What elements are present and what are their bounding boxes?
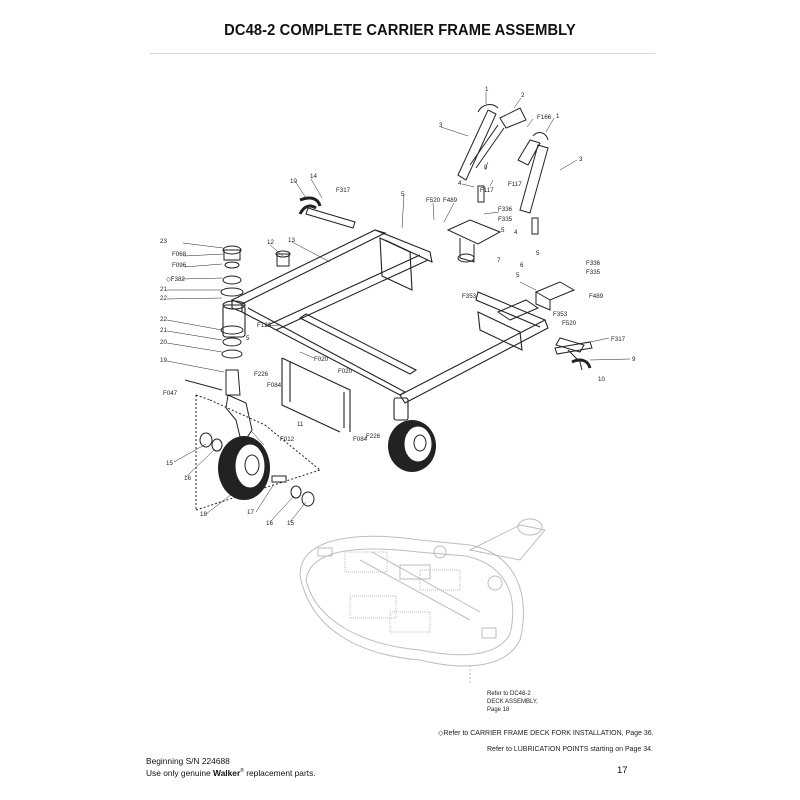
callout-label: F096 <box>172 262 187 269</box>
callout-label: 11 <box>297 421 304 428</box>
genuine-parts-prefix: Use only genuine <box>146 767 214 778</box>
callout-label: F084 <box>353 436 368 443</box>
callout-label: F020 <box>314 356 329 363</box>
callout-label: 21 <box>160 286 167 293</box>
leader-lines <box>166 92 631 523</box>
callout-label: 16 <box>184 475 191 482</box>
callout-label: F335 <box>586 269 601 276</box>
callout-label: F117 <box>480 187 494 194</box>
callout-label: 12 <box>267 239 274 246</box>
reference-line: Page 18 <box>487 707 510 713</box>
callout-labels: 1 2 F166 1 3 3 8 4 F117 F117 14 10 F317 … <box>160 86 636 527</box>
callout-label: 22 <box>160 316 167 323</box>
genuine-parts-note: Use only genuine Walker® replacement par… <box>146 766 316 778</box>
callout-label: F226 <box>366 433 381 440</box>
callout-label: F520 <box>562 320 577 327</box>
callout-label: F489 <box>443 197 458 204</box>
callout-label: 14 <box>310 173 317 180</box>
callout-label: 5 <box>536 250 540 257</box>
callout-label: 4 <box>458 180 462 187</box>
page-title: DC48-2 COMPLETE CARRIER FRAME ASSEMBLY <box>224 22 576 39</box>
callout-label: F166 <box>537 114 552 121</box>
deck-fork-note: ◇Refer to CARRIER FRAME DECK FORK INSTAL… <box>438 730 654 737</box>
reference-line: DECK ASSEMBLY, <box>487 699 538 705</box>
callout-label: 21 <box>160 327 167 334</box>
callout-label: F123 <box>257 322 272 329</box>
callout-label: 5 <box>246 335 250 342</box>
callout-label: 16 <box>266 520 273 527</box>
callout-label: 10 <box>598 376 605 383</box>
callout-label: F335 <box>498 216 513 223</box>
callout-label: F336 <box>498 206 513 213</box>
footer-text: Beginning S/N 224688 Use only genuine Wa… <box>146 756 316 778</box>
handle-drawing <box>298 196 593 369</box>
callout-label: ◇F382 <box>166 276 185 283</box>
genuine-parts-suffix: replacement parts. <box>243 767 316 778</box>
callout-label: 15 <box>287 520 294 527</box>
callout-label: F226 <box>254 371 269 378</box>
callout-label: F047 <box>163 390 178 397</box>
right-bracket-drawing <box>496 281 585 371</box>
callout-label: F520 <box>426 197 441 204</box>
callout-label: 23 <box>160 238 167 245</box>
callout-label: 13 <box>288 237 295 244</box>
serial-number-note: Beginning S/N 224688 <box>146 756 230 766</box>
callout-label: F084 <box>267 382 282 389</box>
reference-line: Refer to DC48-2 <box>487 691 531 697</box>
callout-label: 3 <box>579 156 583 163</box>
callout-label: F353 <box>553 311 568 318</box>
callout-label: F336 <box>586 260 601 267</box>
callout-label: 5 <box>401 191 405 198</box>
callout-label: 3 <box>439 122 443 129</box>
callout-label: F317 <box>611 336 626 343</box>
callout-label: 17 <box>247 509 254 516</box>
callout-label: 18 <box>200 511 207 518</box>
callout-label: 10 <box>290 178 297 185</box>
brand-name: Walker <box>213 767 241 778</box>
callout-label: 2 <box>521 92 525 99</box>
callout-label: 9 <box>632 356 636 363</box>
callout-label: F117 <box>508 181 522 188</box>
callout-label: 5 <box>501 227 505 234</box>
callout-label: F020 <box>338 368 353 375</box>
registered-mark: ® <box>240 768 244 774</box>
callout-label: 1 <box>485 86 489 93</box>
callout-label: F353 <box>462 293 477 300</box>
page-number: 17 <box>617 765 628 776</box>
spring-assembly-drawing <box>446 104 549 263</box>
callout-label: 1 <box>556 113 560 120</box>
callout-label: 7 <box>497 257 501 264</box>
callout-label: 22 <box>160 295 167 302</box>
callout-label: 15 <box>166 460 173 467</box>
callout-label: 6 <box>520 262 524 269</box>
callout-label: 4 <box>514 229 518 236</box>
deck-ghost-drawing <box>299 518 546 685</box>
wheel-drawing <box>199 420 436 507</box>
callout-label: F317 <box>336 187 351 194</box>
lubrication-note: Refer to LUBRICATION POINTS starting on … <box>487 746 653 753</box>
callout-label: 19 <box>160 357 167 364</box>
callout-label: F012 <box>280 436 295 443</box>
callout-label: 20 <box>160 339 167 346</box>
callout-label: F489 <box>589 293 604 300</box>
title-rule <box>150 53 655 54</box>
deck-assembly-reference: Refer to DC48-2 DECK ASSEMBLY, Page 18 <box>487 690 538 714</box>
callout-label: 5 <box>516 272 520 279</box>
callout-label: F068 <box>172 251 187 258</box>
callout-label: 8 <box>484 164 488 171</box>
